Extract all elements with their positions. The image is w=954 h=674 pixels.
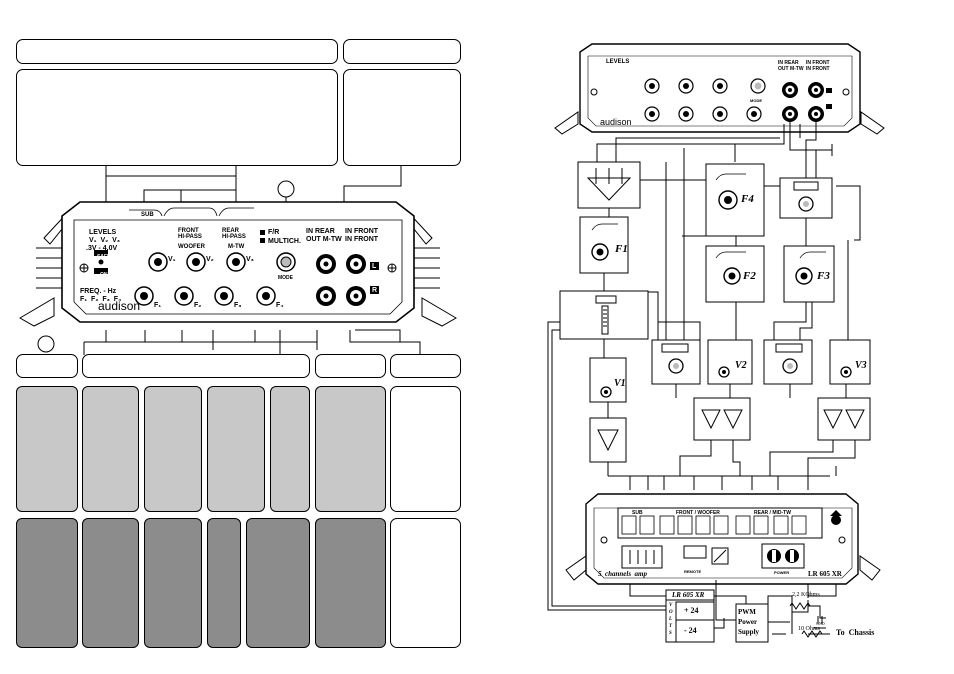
light-panel-4 <box>207 386 265 512</box>
r-label: R <box>372 287 378 294</box>
v1-module-label: V1 <box>614 378 626 389</box>
levels-range: .3V - 4.0V <box>86 245 118 252</box>
in-rear-label: IN REAR OUT M-TW <box>306 228 342 243</box>
top-amp-in-front: IN FRONT IN FRONT <box>806 60 830 72</box>
light-panel-2 <box>82 386 139 512</box>
supply-volts: V O L T S <box>669 603 673 636</box>
controls-box <box>82 354 310 378</box>
front-label: FRONT HI-PASS <box>178 228 202 240</box>
f-knobs <box>134 286 276 306</box>
left-amplifier-panel <box>19 201 457 327</box>
top-amp-levels-label: LEVELS <box>606 59 630 65</box>
f1-label: F₁ <box>154 302 162 309</box>
dark-panel-1 <box>16 518 78 648</box>
dark-panel-2 <box>82 518 139 648</box>
v3-module-label: V3 <box>855 360 867 371</box>
v-knobs <box>148 252 246 272</box>
bottom-front-label: FRONT / WOOFER <box>676 510 720 516</box>
f2-module-label: F2 <box>743 270 756 282</box>
dark-panel-3 <box>144 518 202 648</box>
sub-label: SUB <box>141 212 154 218</box>
white-panel-2 <box>390 518 461 648</box>
freq-vars: F₁ F₂ F₃ F₄ <box>80 296 122 303</box>
light-panel-3 <box>144 386 202 512</box>
mode-label: MODE <box>278 275 293 281</box>
description-box <box>16 69 338 166</box>
dark-panel-6 <box>315 518 386 648</box>
bottom-channels-label: 5 channels amp <box>598 570 648 578</box>
bottom-sub-label: SUB <box>632 510 643 516</box>
f4-label: F₄ <box>276 302 284 309</box>
levels-label: LEVELS <box>89 229 117 236</box>
levels-vars: V₁ V₂ V₃ <box>89 237 121 244</box>
light-panel-6 <box>315 386 386 512</box>
fr-label: F/R <box>268 229 280 236</box>
resistor-1-label: 2,2 KOhms <box>792 592 820 598</box>
gnd-label: GND <box>816 621 825 626</box>
supply-minus: - 24 <box>684 626 697 635</box>
light-panel-5 <box>270 386 310 512</box>
brand-logo: audison <box>98 299 141 313</box>
top-amp-brand: audison <box>600 117 632 127</box>
inputs-box <box>315 354 386 378</box>
bottom-rear-label: REAR / MID-TW <box>754 510 791 516</box>
light-panel-1 <box>16 386 78 512</box>
left-connectors <box>37 166 421 355</box>
l-label: L <box>372 263 377 270</box>
block-diagram <box>547 43 885 643</box>
supply-title: LR 605 XR <box>672 591 705 599</box>
mode-box <box>16 354 78 378</box>
top-amp-in-rear: IN REAR OUT M-TW <box>778 60 804 72</box>
f2-label: F₂ <box>194 302 202 309</box>
midtw-label: M-TW <box>228 244 245 250</box>
bottom-amplifier <box>565 493 881 585</box>
freq-label: FREQ. - Hz <box>80 288 117 295</box>
multich-label: MULTICH. <box>268 238 301 245</box>
rear-label: REAR HI-PASS <box>222 228 246 240</box>
f3-label: F₃ <box>234 302 242 309</box>
safe-label: SAFE <box>97 254 111 260</box>
f1-module-label: F1 <box>615 243 628 255</box>
top-amplifier <box>554 43 885 135</box>
chassis-label: To Chassis <box>836 628 875 637</box>
pwm-label: PWM Power Supply <box>738 608 760 636</box>
v1-label: V₁ <box>168 256 176 263</box>
bottom-model-label: LR 605 XR <box>808 570 842 578</box>
bottom-remote-label: REMOTE <box>684 569 702 574</box>
v3-label: V₃ <box>246 256 254 263</box>
top-amp-mode-label: MODE <box>750 98 762 103</box>
dark-panel-5 <box>246 518 310 648</box>
v2-label: V₂ <box>206 256 214 263</box>
description-box-small <box>343 69 461 166</box>
v2-module-label: V2 <box>735 360 747 371</box>
in-front-label: IN FRONT IN FRONT <box>345 228 379 243</box>
f4-module-label: F4 <box>741 193 754 205</box>
f3-module-label: F3 <box>817 270 830 282</box>
supply-plus: + 24 <box>684 606 699 615</box>
outputs-box <box>390 354 461 378</box>
title-box <box>16 39 338 64</box>
white-panel-1 <box>390 386 461 512</box>
title-box-small <box>343 39 461 64</box>
resistor-2-label: 10 Ohms <box>798 626 820 632</box>
on-label: ON <box>100 272 108 278</box>
bottom-power-label: POWER <box>774 570 790 575</box>
woofer-label: WOOFER <box>178 244 205 250</box>
dark-panel-4 <box>207 518 241 648</box>
